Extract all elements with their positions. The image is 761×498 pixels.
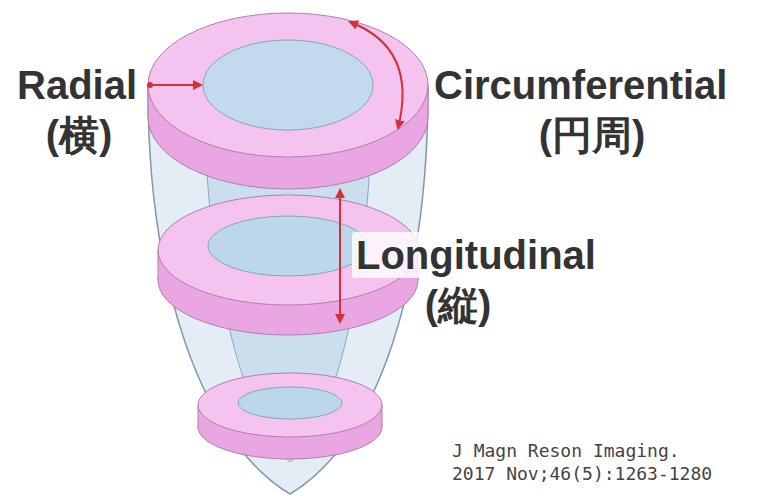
direction-translation: (横) — [42, 112, 117, 158]
citation: J Magn Reson Imaging. — [452, 440, 680, 462]
direction-label: Radial — [13, 62, 141, 108]
longitudinal-arrow — [339, 190, 341, 322]
citation: 2017 Nov;46(5):1263-1280 — [452, 463, 712, 485]
direction-label: Longitudinal — [352, 232, 600, 278]
radial-arrow — [150, 84, 201, 86]
direction-translation: (縦) — [421, 282, 496, 328]
myocardial-ring — [198, 373, 382, 459]
direction-translation: (円周) — [535, 112, 650, 158]
myocardial-ring — [148, 13, 428, 189]
direction-label: Circumferential — [430, 62, 731, 108]
circumferential-arrow — [350, 22, 403, 128]
